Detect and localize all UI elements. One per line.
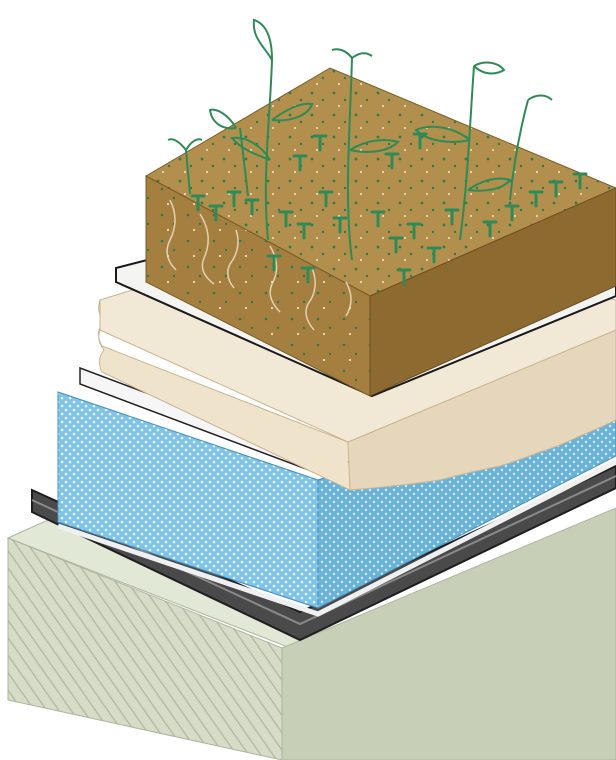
layer-cross-section-illustration: [0, 0, 616, 760]
green-roof-diagram: [0, 0, 616, 760]
